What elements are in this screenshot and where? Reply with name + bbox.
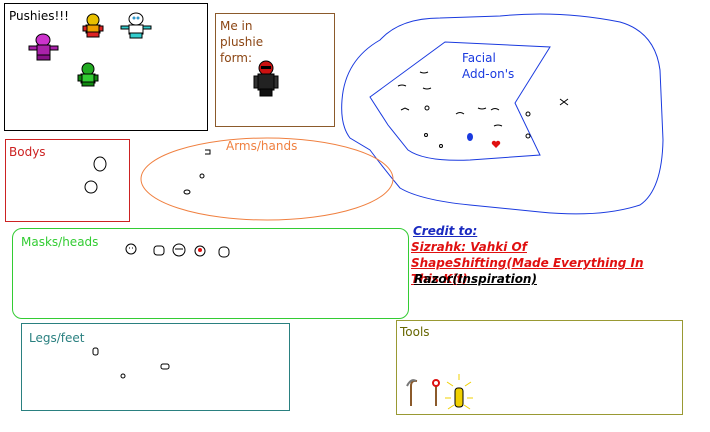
pushies-title: Pushies!!! [9,9,69,23]
arms-panel [140,137,394,221]
plushie-figure [253,60,279,97]
credit-title: Credit to: [413,224,478,238]
masks-panel [12,228,409,319]
plushie-title: Me in plushie form: [220,19,264,65]
pushie-figure-green [77,62,99,87]
arms-title: Arms/hands [226,139,298,153]
credit-line-razor: Razor(Inspiration) [414,271,537,287]
bodys-title: Bodys [9,145,46,159]
leg-pieces [92,347,170,379]
arm-pieces [183,149,211,195]
pushie-figure-white [120,12,152,39]
facial-title: Facial Add-on's [462,51,515,81]
credit-razor-name: Razor [414,272,453,286]
tools-panel [396,320,683,415]
masks-title: Masks/heads [21,235,99,249]
tools-title: Tools [400,325,430,339]
mask-pieces [125,243,230,258]
legs-title: Legs/feet [29,331,85,345]
credit-line-sizrahk-text: Sizrahk: Vahki Of ShapeShifting(Made Eve… [411,240,644,286]
pushie-figure-purple [28,33,59,61]
credit-line-sizrahk: Sizrahk: Vahki Of ShapeShifting(Made Eve… [411,239,651,287]
legs-panel [21,323,290,411]
plushie-panel [215,13,335,127]
pushie-figure-yellow [82,13,104,38]
body-pieces [84,156,107,194]
tool-pieces [406,374,473,410]
credit-razor-note: (Inspiration) [452,272,537,286]
bodys-panel [5,139,130,222]
pushies-panel [4,3,208,131]
